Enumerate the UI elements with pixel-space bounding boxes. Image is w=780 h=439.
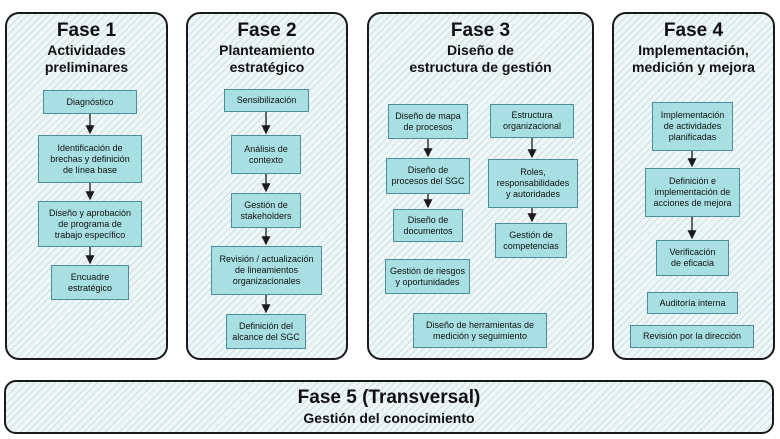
- diagnostico-box: Diagnóstico: [43, 90, 137, 114]
- phase-5-title: Fase 5 (Transversal): [297, 387, 481, 408]
- revision-direccion-box: Revisión por la dirección: [630, 325, 754, 348]
- gestion-stakeholders-box: Gestión de stakeholders: [231, 193, 301, 228]
- encuadre-estrategico-box: Encuadre estratégico: [51, 265, 129, 300]
- mapa-procesos-box: Diseño de mapa de procesos: [388, 104, 468, 139]
- herramientas-medicion-box: Diseño de herramientas de medición y seg…: [413, 313, 547, 348]
- gestion-competencias-box: Gestión de competencias: [495, 223, 567, 258]
- implementacion-actividades-box: Implementación de actividades planificad…: [652, 102, 733, 151]
- alcance-sgc-box: Definición del alcance del SGC: [226, 314, 306, 349]
- procesos-sgc-box: Diseño de procesos del SGC: [386, 158, 470, 194]
- programa-trabajo-box: Diseño y aprobación de programa de traba…: [38, 201, 142, 247]
- phase-2-panel: Fase 2 Planteamiento estratégico: [186, 12, 348, 360]
- sensibilizacion-box: Sensibilización: [224, 89, 309, 112]
- estructura-organizacional-box: Estructura organizacional: [490, 104, 574, 138]
- phase-5-banner: Fase 5 (Transversal) Gestión del conocim…: [4, 380, 774, 434]
- phase-1-title: Actividades preliminares: [44, 42, 129, 75]
- phase-4-number: Fase 4: [663, 20, 724, 41]
- revision-lineamientos-box: Revisión / actualización de lineamientos…: [211, 246, 322, 295]
- phase-5-subtitle: Gestión del conocimiento: [303, 410, 475, 426]
- phase-2-title: Planteamiento estratégico: [219, 42, 315, 75]
- verificacion-eficacia-box: Verificación de eficacia: [656, 240, 729, 276]
- identificacion-brechas-box: Identificación de brechas y definición d…: [38, 135, 142, 183]
- phase-3-number: Fase 3: [450, 20, 511, 41]
- acciones-mejora-box: Definición e implementación de acciones …: [645, 168, 740, 217]
- diseno-documentos-box: Diseño de documentos: [393, 209, 463, 242]
- riesgos-oportunidades-box: Gestión de riesgos y oportunidades: [385, 259, 470, 294]
- phase-1-number: Fase 1: [56, 20, 117, 41]
- phase-1-panel: Fase 1 Actividades preliminares: [5, 12, 168, 360]
- phase-3-title: Diseño de estructura de gestión: [409, 42, 552, 75]
- analisis-contexto-box: Análisis de contexto: [231, 135, 301, 174]
- auditoria-interna-box: Auditoría interna: [647, 292, 738, 314]
- phase-4-title: Implementación, medición y mejora: [632, 42, 755, 75]
- roles-responsabilidades-box: Roles, responsabilidades y autoridades: [488, 159, 578, 208]
- phase-2-number: Fase 2: [237, 20, 297, 41]
